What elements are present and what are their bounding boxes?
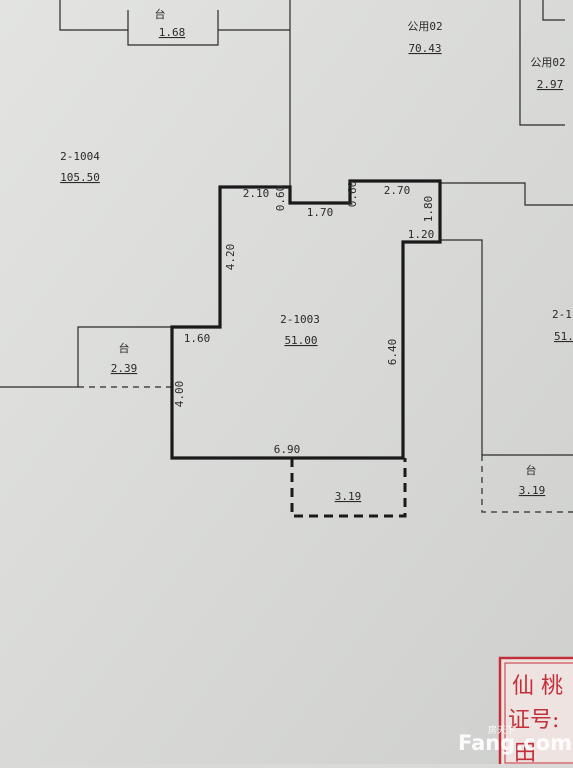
dim-2-70: 2.70 xyxy=(384,184,411,197)
dim-1-20: 1.20 xyxy=(408,228,435,241)
fang-watermark: 房天下 Fang.com xyxy=(458,724,572,755)
balcony-right-area: 3.19 xyxy=(519,484,546,497)
balcony-bottom-area: 3.19 xyxy=(335,490,362,503)
seal-line-3: 田 xyxy=(514,741,536,764)
watermark-cn: 房天下 xyxy=(488,724,515,736)
balcony-left-label: 台 xyxy=(119,341,130,355)
dim-6-90: 6.90 xyxy=(274,443,301,456)
dim-2-10: 2.10 xyxy=(243,187,270,200)
dim-6-40: 6.40 xyxy=(386,339,399,366)
public-main-area: 70.43 xyxy=(408,42,441,55)
seal-line-2: 证号: xyxy=(508,708,559,733)
balcony-top-label: 台 xyxy=(155,7,166,21)
unit-right-label: 2-1 xyxy=(552,308,572,321)
unit-1004-label: 2-1004 xyxy=(60,150,100,163)
balcony-right-label: 台 xyxy=(526,463,537,477)
unit-1004-area: 105.50 xyxy=(60,171,100,184)
dim-1-60: 1.60 xyxy=(184,332,211,345)
public-small-label: 公用02 xyxy=(530,56,565,69)
unit-right-area: 51. xyxy=(554,330,573,343)
dim-4-20: 4.20 xyxy=(224,244,237,271)
dim-1-70: 1.70 xyxy=(307,206,334,219)
seal-line-1: 仙 桃 xyxy=(512,674,563,699)
dim-4-00: 4.00 xyxy=(173,381,186,408)
balcony-left-area: 2.39 xyxy=(111,362,138,375)
public-small-area: 2.97 xyxy=(537,78,564,91)
red-seal-stamp: 仙 桃 证号: 田 xyxy=(498,656,573,768)
balcony-top-area: 1.68 xyxy=(159,26,186,39)
neighbour-walls xyxy=(0,0,573,513)
unit-1003-outline xyxy=(170,179,442,460)
dim-0-60-left: 0.60 xyxy=(274,185,287,212)
public-main-label: 公用02 xyxy=(407,20,442,33)
unit-1003-area: 51.00 xyxy=(284,334,317,347)
unit-1003-label: 2-1003 xyxy=(280,313,320,326)
watermark-brand: Fang.com xyxy=(458,731,572,755)
dim-1-80: 1.80 xyxy=(422,196,435,223)
bottom-balcony-outline xyxy=(290,458,407,518)
dim-0-60-right: 0.60 xyxy=(346,181,359,208)
